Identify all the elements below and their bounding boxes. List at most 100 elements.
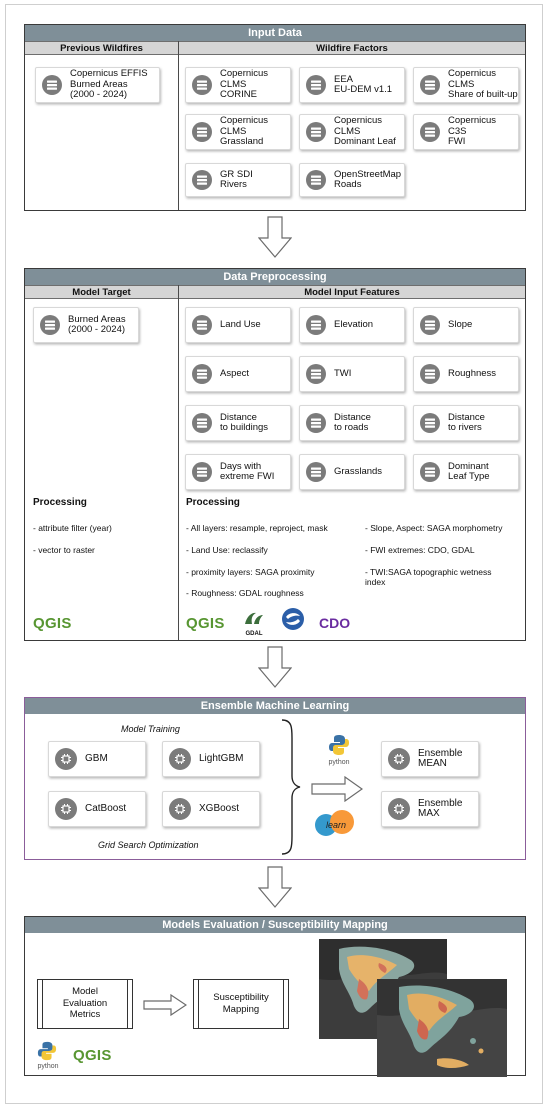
preprocessing-title: Data Preprocessing	[25, 269, 525, 285]
model-card-gbm: GBM	[48, 741, 146, 777]
target-card-label: Burned Areas (2000 - 2024)	[68, 313, 126, 335]
input-data-divider	[178, 41, 179, 210]
chip-icon	[388, 748, 410, 770]
evaluation-metrics-box: Model Evaluation Metrics	[37, 979, 133, 1029]
feature-card: Dominant Leaf Type	[413, 454, 519, 490]
brace-icon	[281, 719, 301, 855]
down-arrow-icon	[258, 866, 292, 908]
database-icon	[192, 462, 212, 482]
database-icon	[192, 170, 212, 190]
database-icon	[420, 462, 440, 482]
features-processing-item: - All layers: resample, reproject, mask	[186, 523, 328, 533]
database-icon	[306, 75, 326, 95]
qgis-logo: QGIS	[33, 615, 72, 632]
data-card-factor: Copernicus C3S FWI	[413, 114, 519, 150]
data-card-factor: Copernicus CLMS Dominant Leaf	[299, 114, 405, 150]
features-processing-title: Processing	[186, 497, 240, 508]
qgis-logo: QGIS	[186, 615, 225, 632]
feature-card: Distance to buildings	[185, 405, 291, 441]
chip-icon	[169, 748, 191, 770]
previous-wildfires-header: Previous Wildfires	[25, 41, 178, 55]
chip-icon	[388, 798, 410, 820]
data-card-label: Copernicus C3S FWI	[448, 115, 497, 148]
python-logo-text: python	[328, 759, 350, 766]
data-card-factor: Copernicus CLMS CORINE	[185, 67, 291, 103]
feature-card: Aspect	[185, 356, 291, 392]
database-icon	[306, 462, 326, 482]
down-arrow-icon	[258, 216, 292, 258]
features-processing-item: - FWI extremes: CDO, GDAL	[365, 545, 475, 555]
database-icon	[192, 315, 212, 335]
ensemble-max-card: Ensemble MAX	[381, 791, 479, 827]
ensemble-mean-card: Ensemble MEAN	[381, 741, 479, 777]
down-arrow-icon	[258, 646, 292, 688]
gdal-logo: GDAL	[243, 611, 265, 637]
data-card-factor: GR SDI Rivers	[185, 163, 291, 197]
model-target-header: Model Target	[25, 285, 178, 299]
data-card-factor: OpenStreetMap Roads	[299, 163, 405, 197]
target-card: Burned Areas (2000 - 2024)	[33, 307, 139, 343]
sklearn-logo: learn	[313, 810, 357, 840]
evaluation-title: Models Evaluation / Susceptibility Mappi…	[25, 917, 525, 933]
model-training-label: Model Training	[121, 724, 180, 734]
ensemble-output-label: Ensemble MEAN	[418, 747, 463, 769]
feature-label: Dominant Leaf Type	[448, 460, 490, 482]
python-logo: python	[319, 734, 359, 768]
process-box-rule	[42, 980, 43, 1028]
data-card-label: OpenStreetMap Roads	[334, 168, 402, 190]
target-processing-item: - vector to raster	[33, 545, 95, 555]
feature-label: Aspect	[220, 367, 250, 379]
chip-icon	[55, 748, 77, 770]
data-card-label: Copernicus CLMS CORINE	[220, 68, 269, 101]
model-label: GBM	[85, 752, 108, 764]
features-processing-item: - proximity layers: SAGA proximity	[186, 567, 315, 577]
database-icon	[420, 364, 440, 384]
feature-label: Days with extreme FWI	[220, 460, 275, 482]
preprocessing-divider	[178, 285, 179, 640]
saga-logo-icon	[282, 608, 304, 630]
input-data-title: Input Data	[25, 25, 525, 41]
feature-label: Distance to buildings	[220, 411, 269, 433]
database-icon	[192, 364, 212, 384]
feature-label: Grasslands	[334, 465, 383, 477]
data-card-label: EEA EU-DEM v1.1	[334, 73, 393, 95]
susceptibility-mapping-label: Susceptibility Mapping	[213, 992, 269, 1015]
database-icon	[420, 413, 440, 433]
database-icon	[420, 75, 440, 95]
sklearn-icon	[315, 810, 354, 836]
feature-card: Distance to rivers	[413, 405, 519, 441]
chip-icon	[169, 798, 191, 820]
grid-search-label: Grid Search Optimization	[98, 840, 199, 850]
susceptibility-mapping-box: Susceptibility Mapping	[193, 979, 289, 1029]
model-label: CatBoost	[85, 802, 127, 814]
python-icon	[37, 1041, 57, 1061]
data-card-factor: Copernicus CLMS Share of built-up	[413, 67, 519, 103]
ensemble-output-label: Ensemble MAX	[418, 797, 463, 819]
features-processing-item: - Roughness: GDAL roughness	[186, 588, 304, 598]
feature-label: Roughness	[448, 367, 497, 379]
sklearn-logo-text: learn	[326, 820, 347, 830]
qgis-logo: QGIS	[73, 1047, 112, 1064]
features-processing-item: - Land Use: reclassify	[186, 545, 268, 555]
evaluation-metrics-label: Model Evaluation Metrics	[62, 986, 108, 1020]
database-icon	[420, 315, 440, 335]
data-card-label: Copernicus CLMS Share of built-up	[448, 68, 518, 101]
process-box-rule	[127, 980, 128, 1028]
data-card-effis: Copernicus EFFIS Burned Areas (2000 - 20…	[35, 67, 160, 103]
database-icon	[420, 122, 440, 142]
database-icon	[306, 413, 326, 433]
model-card-catboost: CatBoost	[48, 791, 146, 827]
feature-label: Distance to roads	[334, 411, 371, 433]
preprocessing-section: Data Preprocessing Model Target Model In…	[24, 268, 526, 641]
feature-label: Distance to rivers	[448, 411, 485, 433]
feature-card: Slope	[413, 307, 519, 343]
database-icon	[40, 315, 60, 335]
data-card-label: Copernicus EFFIS Burned Areas (2000 - 20…	[70, 68, 148, 101]
feature-label: TWI	[334, 367, 352, 379]
features-processing-item: - TWI:SAGA topographic wetness index	[365, 567, 492, 587]
database-icon	[192, 75, 212, 95]
wildfire-factors-header: Wildfire Factors	[179, 41, 525, 55]
model-input-features-header: Model Input Features	[179, 285, 525, 299]
feature-label: Elevation	[334, 318, 374, 330]
data-card-label: Copernicus CLMS Dominant Leaf	[334, 115, 396, 148]
